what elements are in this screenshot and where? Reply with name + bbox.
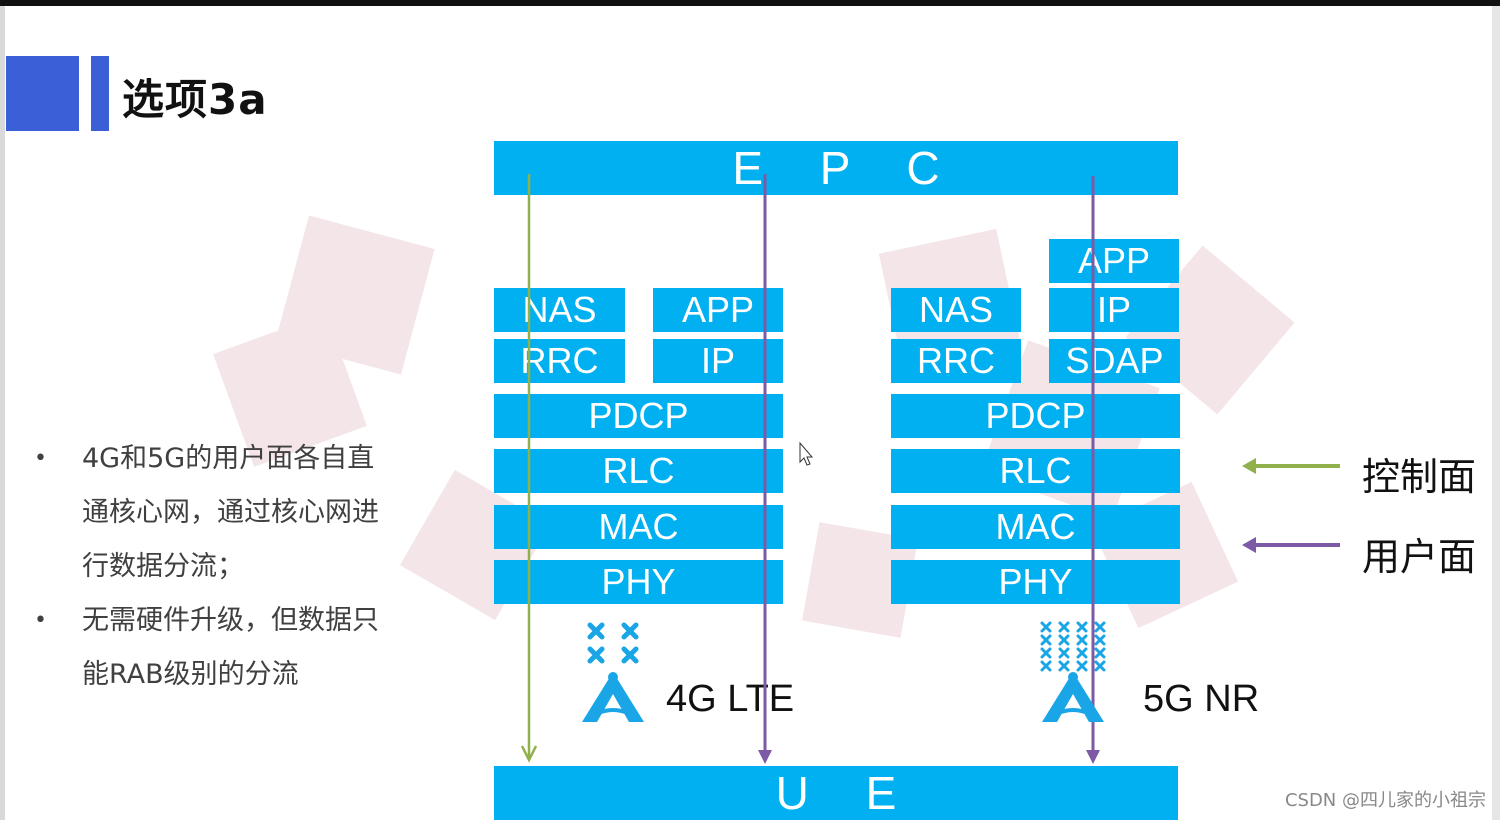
bullet-dot: •: [34, 446, 47, 471]
lte-mac-box: MAC: [494, 505, 783, 549]
nr-pdcp-label: PDCP: [985, 395, 1086, 436]
slide-title: 选项3a: [122, 75, 268, 124]
bullet-dot: •: [34, 608, 47, 633]
bullet-item: • 4G和5G的用户面各自直 通核心网，通过核心网进 行数据分流；: [34, 432, 434, 594]
ue-label: U E: [775, 767, 919, 819]
nr-pdcp-box: PDCP: [891, 394, 1180, 438]
lte-ip-box: IP: [653, 339, 783, 383]
lte-mac-label: MAC: [598, 506, 679, 547]
nr-antenna-icon: [1040, 621, 1106, 722]
nr-nas-label: NAS: [918, 289, 994, 330]
lte-nas-box: NAS: [494, 288, 625, 332]
nr-sdap-label: SDAP: [1065, 340, 1164, 381]
nr-rlc-label: RLC: [999, 450, 1072, 491]
legend-control-plane-label: 控制面: [1362, 455, 1477, 499]
lte-app-label: APP: [681, 289, 755, 330]
lte-phy-box: PHY: [494, 560, 783, 604]
nr-ip-box: IP: [1049, 288, 1179, 332]
nr-user-plane-arrow: [1086, 176, 1100, 764]
legend-user-plane-label: 用户面: [1362, 535, 1477, 579]
lte-pdcp-box: PDCP: [494, 394, 783, 438]
footer-watermark: CSDN @四儿家的小祖宗: [1284, 790, 1486, 811]
bullet-line: 行数据分流；: [82, 551, 244, 582]
legend-user-plane-arrow: [1242, 537, 1340, 553]
bullet-line: 无需硬件升级，但数据只: [82, 605, 379, 636]
bullet-list: • 4G和5G的用户面各自直 通核心网，通过核心网进 行数据分流； • 无需硬件…: [34, 432, 434, 702]
mouse-cursor-icon: [799, 441, 814, 466]
nr-nas-box: NAS: [891, 288, 1021, 332]
title-accent-block: [6, 56, 79, 131]
epc-label: E P C: [732, 142, 962, 194]
lte-caption: 4G LTE: [666, 678, 795, 720]
control-plane-arrow: [520, 174, 538, 763]
nr-app-box: APP: [1049, 239, 1179, 283]
nr-caption: 5G NR: [1143, 678, 1260, 720]
nr-mac-box: MAC: [891, 505, 1180, 549]
title-accent-stripe: [91, 56, 109, 131]
nr-mac-label: MAC: [995, 506, 1076, 547]
nr-rrc-box: RRC: [891, 339, 1021, 383]
lte-rlc-box: RLC: [494, 449, 783, 493]
right-border: [1492, 6, 1500, 820]
lte-user-plane-arrow: [758, 174, 772, 764]
legend-control-plane-arrow: [1242, 458, 1340, 474]
nr-phy-label: PHY: [998, 561, 1073, 602]
nr-rrc-label: RRC: [917, 340, 995, 381]
lte-app-box: APP: [653, 288, 783, 332]
left-border: [0, 6, 5, 820]
bullet-line: 4G和5G的用户面各自直: [82, 443, 375, 474]
lte-nas-label: NAS: [522, 289, 597, 330]
bullet-line: 能RAB级别的分流: [82, 659, 299, 690]
top-border: [0, 0, 1500, 6]
nr-rlc-box: RLC: [891, 449, 1180, 493]
bullet-item: • 无需硬件升级，但数据只 能RAB级别的分流: [34, 594, 434, 702]
nr-phy-box: PHY: [891, 560, 1180, 604]
ue-bar: U E: [494, 766, 1178, 820]
nr-app-label: APP: [1077, 240, 1151, 281]
lte-ip-label: IP: [700, 340, 735, 381]
lte-pdcp-label: PDCP: [588, 395, 689, 436]
lte-rlc-label: RLC: [602, 450, 675, 491]
nr-sdap-box: SDAP: [1049, 339, 1180, 383]
epc-bar: E P C: [494, 141, 1178, 195]
lte-phy-label: PHY: [601, 561, 676, 602]
bullet-line: 通核心网，通过核心网进: [82, 497, 379, 528]
nr-ip-label: IP: [1096, 289, 1131, 330]
lte-rrc-label: RRC: [520, 340, 599, 381]
lte-antenna-icon: [582, 622, 644, 722]
lte-rrc-box: RRC: [494, 339, 625, 383]
